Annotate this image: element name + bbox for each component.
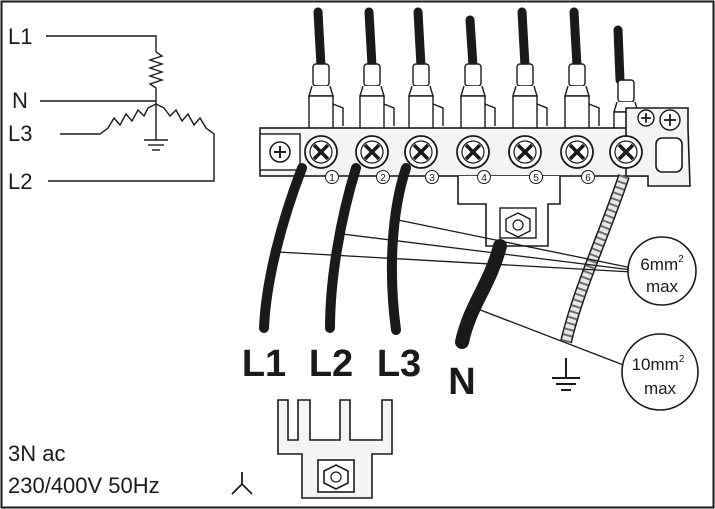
- callout-10mm-sup: 2: [679, 354, 685, 365]
- schematic-label-l1: L1: [8, 24, 32, 49]
- l3-coil: [60, 103, 157, 135]
- screw-icon: [637, 109, 655, 127]
- crimp-connector: [564, 63, 600, 135]
- bridge-piece: [277, 399, 393, 499]
- svg-text:1: 1: [329, 173, 335, 184]
- cable-l1: [259, 163, 307, 333]
- screw-icon: [659, 109, 681, 131]
- wye-schematic: [40, 35, 215, 182]
- top-cable-3: [413, 7, 426, 71]
- top-cable-5: [517, 7, 530, 71]
- svg-text:6: 6: [585, 173, 591, 184]
- nut-hole: [512, 219, 524, 231]
- terminal-number: 6: [581, 170, 595, 184]
- phase-cables: [259, 163, 411, 335]
- l1-wire: [46, 35, 157, 52]
- screw-icon: [508, 135, 542, 169]
- wye-symbol-icon: [231, 472, 253, 495]
- svg-text:4: 4: [481, 173, 487, 184]
- svg-text:2: 2: [380, 173, 386, 184]
- crimp-connector: [460, 63, 496, 135]
- screw-icon: [456, 135, 490, 169]
- callout-10mm-note: max: [644, 379, 677, 398]
- cable-label-l3: L3: [377, 343, 421, 385]
- l2-coil: [48, 103, 215, 182]
- top-cable-7: [613, 25, 625, 85]
- ground-icon: [552, 358, 580, 391]
- top-cable-1: [313, 7, 326, 71]
- cable-ground: [560, 174, 630, 344]
- schematic-label-l2: L2: [8, 169, 32, 194]
- svg-text:6mm2: 6mm2: [640, 254, 684, 274]
- cable-l3: [386, 163, 411, 335]
- top-cable-2: [364, 7, 377, 71]
- cable-l2: [325, 163, 361, 333]
- terminal-number: 2: [376, 170, 390, 184]
- callout-10mm: 10mm2 max: [621, 333, 699, 411]
- supply-rating: 230/400V 50Hz: [8, 473, 160, 498]
- cable-label-l2: L2: [309, 343, 353, 385]
- cable-label-l1: L1: [242, 343, 286, 385]
- screw-icon: [269, 141, 291, 163]
- supply-type: 3N ac: [8, 441, 65, 466]
- callout-6mm-sup: 2: [678, 254, 684, 265]
- crimp-connector: [308, 63, 344, 135]
- screw-icon: [404, 135, 438, 169]
- ground-bracket-slot: [655, 137, 683, 173]
- crimp-connector: [408, 63, 444, 135]
- top-cable-4: [465, 15, 478, 71]
- terminal-number: 1: [325, 170, 339, 184]
- screw-icon: [304, 135, 338, 169]
- screw-icon: [609, 135, 643, 169]
- l1-coil: [147, 51, 165, 104]
- top-cable-6: [569, 7, 582, 71]
- terminal-number: 3: [425, 170, 439, 184]
- terminal-number: 4: [477, 170, 491, 184]
- terminal-number: 5: [529, 170, 543, 184]
- cable-n: [455, 239, 507, 349]
- screw-icon: [560, 135, 594, 169]
- callout-6mm-size: 6mm: [640, 255, 678, 274]
- svg-text:10mm2: 10mm2: [632, 354, 685, 374]
- terminal-screws: [269, 109, 681, 169]
- crimp-connector: [359, 63, 395, 135]
- callout-10mm-size: 10mm: [632, 355, 679, 374]
- terminal-numbers: 1 2 3 4 5 6: [325, 170, 595, 184]
- cable-label-n: N: [448, 361, 475, 403]
- callout-6mm-note: max: [646, 277, 679, 296]
- leader-lines: [277, 219, 633, 367]
- top-cables: [313, 7, 625, 85]
- svg-text:5: 5: [533, 173, 539, 184]
- crimp-connector: [512, 63, 548, 135]
- screw-icon: [355, 135, 389, 169]
- svg-text:3: 3: [429, 173, 435, 184]
- schematic-label-l3: L3: [8, 121, 32, 146]
- callout-6mm: 6mm2 max: [627, 236, 697, 306]
- nut-icon: [505, 212, 531, 238]
- schematic-label-n: N: [12, 88, 28, 113]
